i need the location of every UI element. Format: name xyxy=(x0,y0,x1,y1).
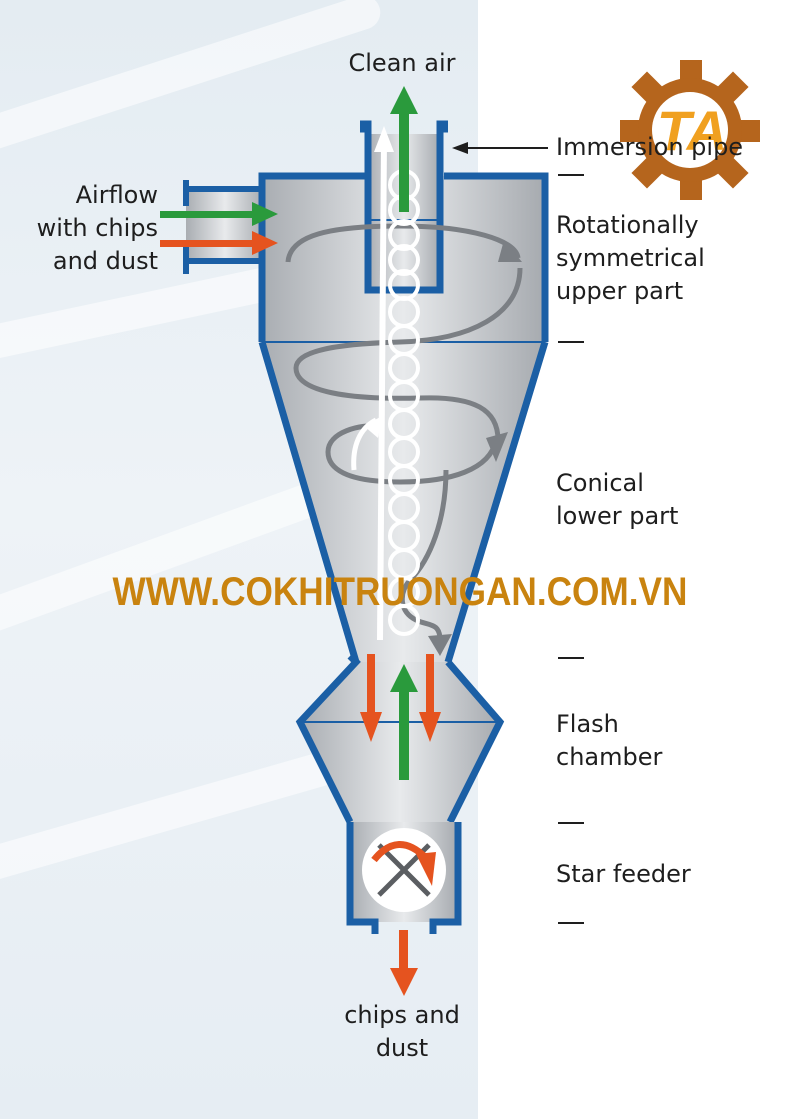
label-airflow-inlet: Airflow with chips and dust xyxy=(36,181,158,275)
label-conical-part: Conical lower part xyxy=(556,469,679,530)
inlet-orange-arrow xyxy=(160,231,278,255)
company-logo: TA xyxy=(620,60,760,200)
label-clean-air: Clean air xyxy=(348,49,456,77)
vortex-arrowheads xyxy=(428,240,522,656)
section-divider xyxy=(558,922,584,924)
label-chips-dust-outlet: chips and dust xyxy=(344,1001,460,1062)
clean-air-arrow xyxy=(390,86,418,212)
flash-orange-arrow-left xyxy=(360,654,382,742)
conical-section xyxy=(258,340,549,664)
inlet-green-arrow xyxy=(160,202,278,226)
flash-orange-arrow-right xyxy=(419,654,441,742)
star-feeder xyxy=(346,822,462,934)
label-flash-chamber: Flash chamber xyxy=(556,710,663,771)
outlet-orange-arrow xyxy=(390,930,418,996)
inner-vortex-arrowhead xyxy=(364,416,382,438)
section-divider xyxy=(558,822,584,824)
section-divider xyxy=(558,174,584,176)
label-immersion-pipe: Immersion pipe xyxy=(556,133,744,161)
flash-green-arrow xyxy=(390,664,418,780)
immersion-pipe-pointer xyxy=(452,142,548,154)
logo-text: TA xyxy=(657,99,728,162)
inner-vortex-arrowhead xyxy=(374,126,394,152)
website-watermark: WWW.COKHITRUONGAN.COM.VN xyxy=(112,570,688,614)
inner-vortex xyxy=(351,139,420,641)
section-divider xyxy=(558,341,584,343)
inlet-pipe xyxy=(183,180,264,274)
label-star-feeder: Star feeder xyxy=(556,860,691,888)
label-upper-part: Rotationally symmetrical upper part xyxy=(556,211,705,305)
section-divider xyxy=(558,657,584,659)
